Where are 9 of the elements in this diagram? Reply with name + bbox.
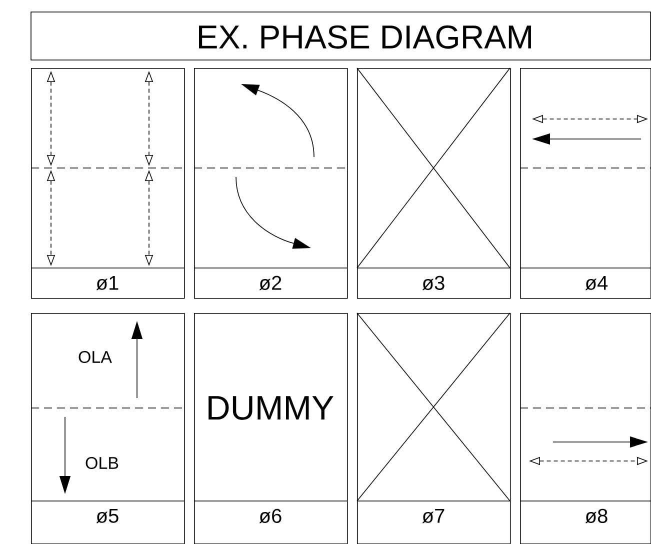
phase-panel: ø8 xyxy=(520,313,651,544)
title-box: EX. PHASE DIAGRAM xyxy=(30,12,651,60)
phase-panel: ø4 xyxy=(520,68,651,299)
phase-panel: OLA OLB ø5 xyxy=(30,313,185,544)
phase-panel: ø1 xyxy=(30,68,185,299)
phase-panel: ø7 xyxy=(356,313,511,544)
phase-panel: ø2 xyxy=(194,68,348,299)
phase-panel: DUMMY ø6 xyxy=(194,313,348,544)
phase-panel: ø3 xyxy=(356,68,511,299)
